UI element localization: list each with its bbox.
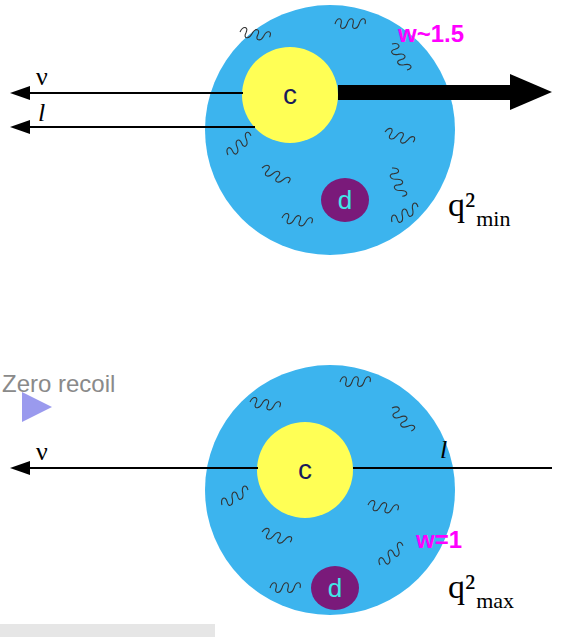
quark-label: c	[283, 81, 297, 109]
neutrino-label: ν	[36, 64, 48, 90]
q-squared-symbol: q²	[448, 188, 475, 222]
down-quark: d	[311, 566, 359, 610]
quark-label: d	[328, 575, 342, 601]
quark-label: c	[298, 456, 312, 484]
lepton-label: l	[440, 437, 447, 463]
meson-circle: q²maxcd	[205, 365, 455, 615]
w-value: w~1.5	[398, 22, 464, 46]
quark-label: d	[338, 187, 352, 213]
q-squared-subscript: max	[476, 590, 514, 612]
charm-quark: c	[242, 47, 338, 143]
lepton-label: l	[38, 100, 45, 126]
q-squared-symbol: q²	[448, 570, 475, 604]
neutrino-label: ν	[36, 439, 48, 465]
zero-recoil-note: Zero recoil	[2, 372, 115, 396]
q-squared-subscript: min	[476, 208, 510, 230]
down-quark: d	[321, 178, 369, 222]
w-value: w=1	[416, 528, 462, 552]
charm-quark: c	[257, 422, 353, 518]
